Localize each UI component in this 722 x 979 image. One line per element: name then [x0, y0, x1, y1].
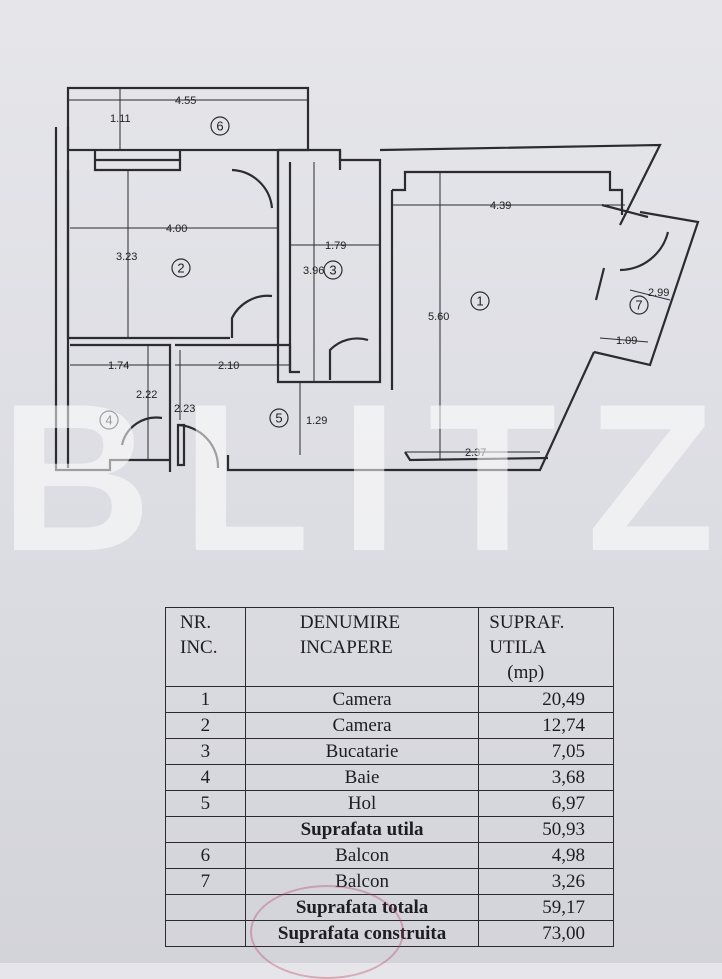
dim-label: 3.23: [116, 251, 137, 263]
dim-label: 2.37: [465, 447, 486, 459]
cell-name: Balcon: [244, 868, 480, 895]
header-line: SUPRAF.: [489, 612, 565, 633]
header-line: (mp): [507, 662, 545, 683]
header-suprafata: SUPRAF. UTILA (mp): [478, 607, 614, 687]
cell-nr: [165, 920, 246, 947]
cell-name: Suprafata utila: [244, 816, 480, 843]
floor-plan: 4.55 1.11 4.00 3.23 1.79 3.96 4.39 5.60 …: [54, 86, 700, 472]
cell-name: Suprafata totala: [244, 894, 480, 921]
header-line: INC.: [180, 637, 218, 658]
cell-name: Camera: [244, 686, 480, 713]
cell-area: 59,17: [478, 894, 614, 921]
header-line: INCAPERE: [299, 637, 393, 658]
cell-area: 7,05: [478, 738, 614, 765]
dim-label: 5.60: [428, 311, 449, 323]
cell-nr: 2: [165, 712, 246, 739]
room-number: 4: [105, 413, 112, 428]
table-row: Suprafata totala 59,17: [165, 894, 614, 921]
room-number: 7: [635, 298, 642, 313]
dim-label: 1.79: [325, 240, 346, 252]
cell-area: 73,00: [478, 920, 614, 947]
room-number: 1: [476, 294, 483, 309]
cell-name: Baie: [244, 764, 480, 791]
header-line: NR.: [180, 612, 212, 633]
cell-name: Suprafata construita: [244, 920, 480, 947]
room-number: 2: [177, 261, 184, 276]
cell-nr: [165, 894, 246, 921]
dim-label: 2.22: [136, 389, 157, 401]
cell-nr: 4: [165, 764, 246, 791]
dim-label: 1.11: [110, 113, 131, 125]
cell-nr: 7: [165, 868, 246, 895]
cell-area: 4,98: [478, 842, 614, 869]
cell-area: 20,49: [478, 686, 614, 713]
cell-area: 12,74: [478, 712, 614, 739]
room-number: 6: [216, 119, 223, 134]
cell-name: Hol: [244, 790, 480, 817]
cell-name: Camera: [244, 712, 480, 739]
room-number: 5: [275, 411, 282, 426]
header-line: UTILA: [489, 637, 547, 658]
cell-nr: [165, 816, 246, 843]
header-denumire: DENUMIRE INCAPERE: [244, 607, 480, 687]
dim-label: 2.10: [218, 360, 239, 372]
cell-area: 50,93: [478, 816, 614, 843]
dim-label: 4.00: [166, 223, 187, 235]
dim-label: 1.29: [306, 415, 327, 427]
dim-label: 2.99: [648, 287, 669, 299]
cell-name: Balcon: [244, 842, 480, 869]
dim-label: 1.09: [616, 335, 637, 347]
cell-nr: 5: [165, 790, 246, 817]
cell-area: 3,26: [478, 868, 614, 895]
surface-table: NR. INC. DENUMIRE INCAPERE SUPRAF. UTILA…: [165, 607, 614, 947]
table-header: NR. INC. DENUMIRE INCAPERE SUPRAF. UTILA…: [165, 607, 614, 687]
cell-nr: 3: [165, 738, 246, 765]
dim-label: 2.23: [174, 403, 195, 415]
cell-area: 6,97: [478, 790, 614, 817]
dim-label: 4.39: [490, 200, 511, 212]
dim-label: 4.55: [175, 95, 196, 107]
room-number: 3: [329, 263, 336, 278]
cell-name: Bucatarie: [244, 738, 480, 765]
dim-label: 1.74: [108, 360, 129, 372]
table-row: Suprafata utila 50,93: [165, 816, 614, 843]
dim-label: 3.96: [303, 265, 324, 277]
cell-area: 3,68: [478, 764, 614, 791]
header-nr: NR. INC.: [165, 607, 246, 687]
cell-nr: 1: [165, 686, 246, 713]
header-line: DENUMIRE: [299, 612, 401, 633]
table-row: Suprafata construita 73,00: [165, 920, 614, 947]
cell-nr: 6: [165, 842, 246, 869]
